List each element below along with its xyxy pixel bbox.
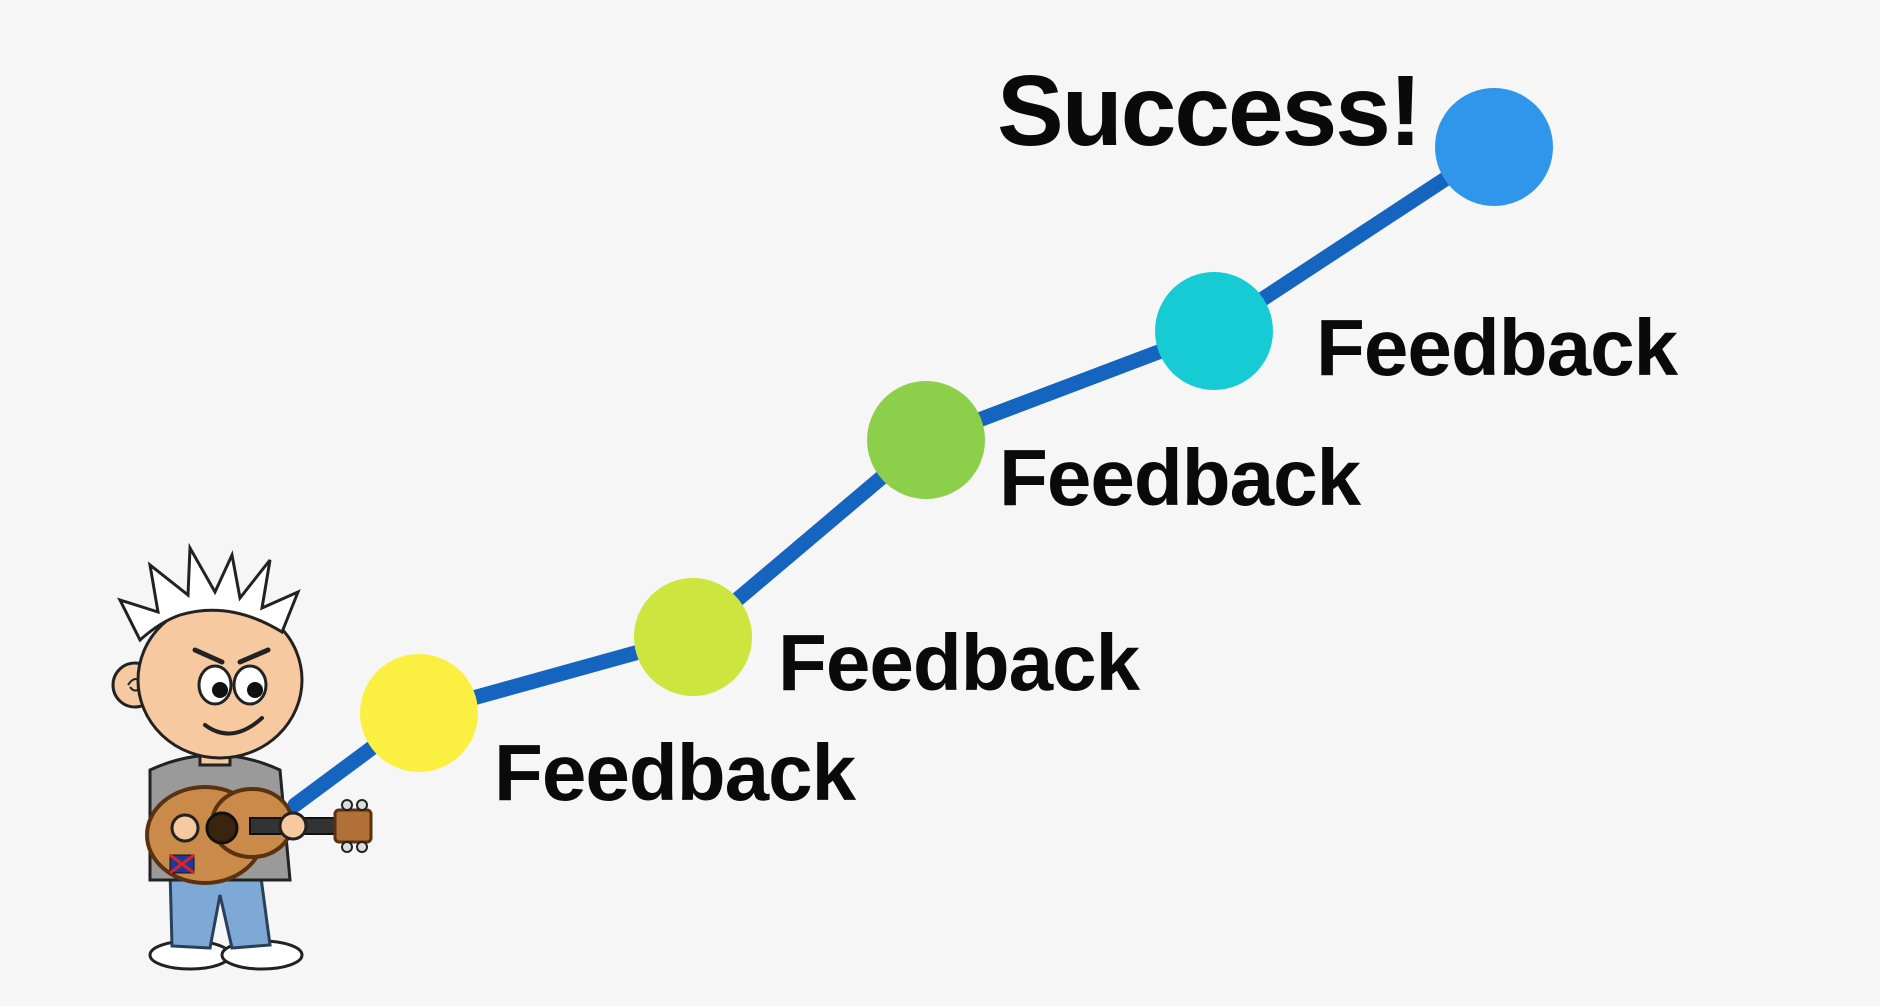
feedback-label-4: Feedback — [1316, 303, 1679, 392]
feedback-label-2: Feedback — [778, 618, 1141, 707]
feedback-label-1: Feedback — [494, 728, 857, 817]
feedback-label-3: Feedback — [999, 433, 1362, 522]
cartoon-boy-with-guitar-icon — [111, 542, 373, 971]
success-node — [1435, 88, 1553, 206]
success-label: Success! — [997, 55, 1420, 167]
milestone-node-2 — [634, 578, 752, 696]
milestone-node-4 — [1155, 272, 1273, 390]
milestone-node-1 — [360, 654, 478, 772]
milestone-node-3 — [867, 381, 985, 499]
